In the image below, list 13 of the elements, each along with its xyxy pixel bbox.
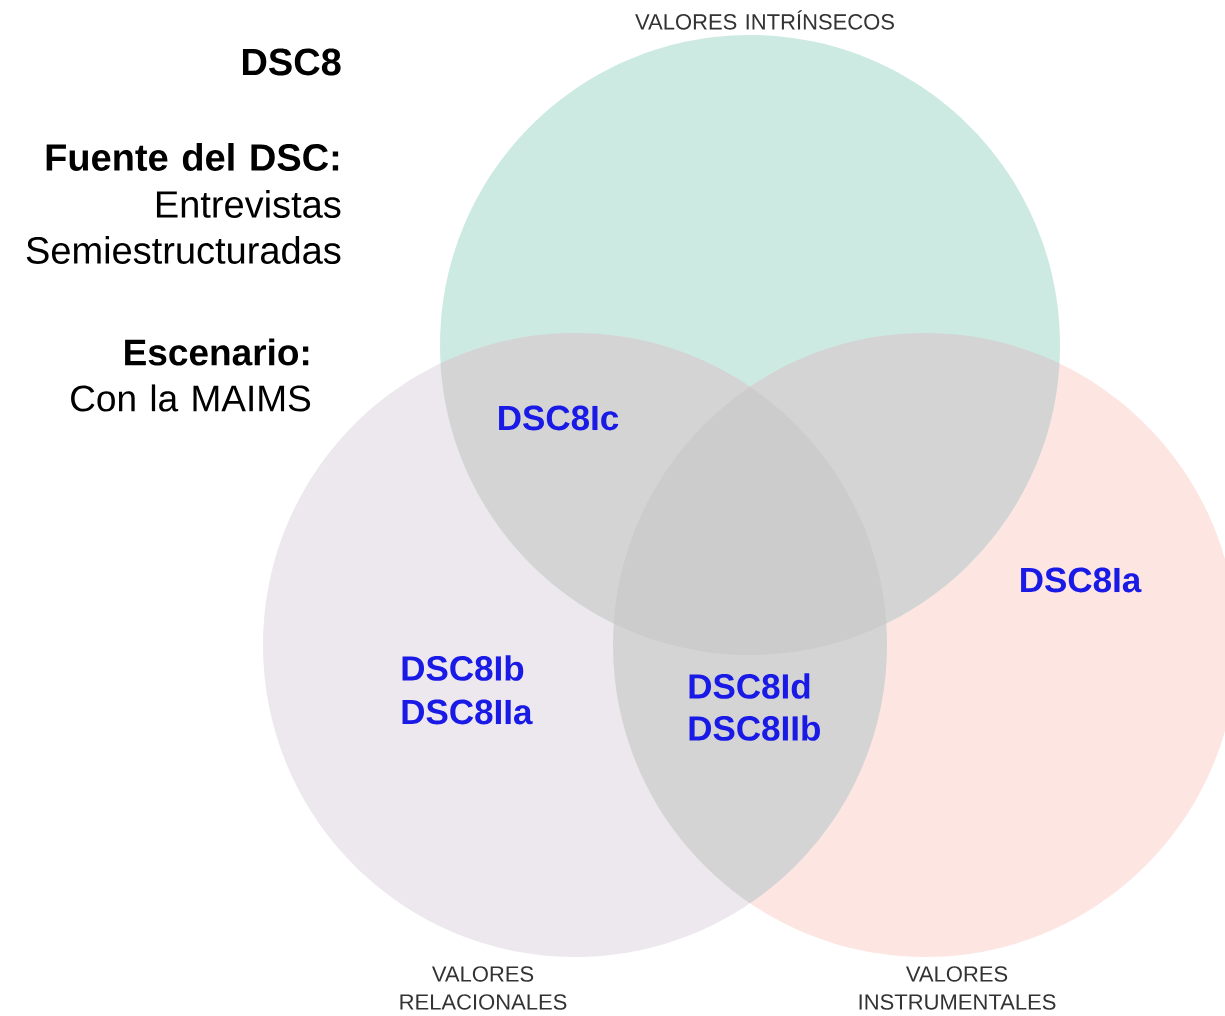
- heading: Fuente del DSC:: [46, 143, 339, 171]
- region-label: DSC8IIb: [689, 715, 820, 741]
- heading: DSC8: [243, 48, 341, 76]
- region-label: DSC8Id: [689, 673, 810, 699]
- node-label: VALORES RELACIONALES: [400, 966, 567, 1010]
- region-label: DSC8IIa: [402, 699, 533, 725]
- node-label: VALORES INTRÍNSECOS: [635, 10, 894, 30]
- node-label: VALORES INSTRUMENTALES: [859, 966, 1056, 1010]
- region-label: DSC8Ic: [499, 405, 619, 431]
- region-label: DSC8Ia: [1021, 567, 1142, 593]
- note-text: Escenario: Con la MAIMS: [71, 338, 311, 412]
- region-label: DSC8Ib: [402, 655, 524, 681]
- note-text: Entrevistas Semiestructuradas: [26, 190, 341, 264]
